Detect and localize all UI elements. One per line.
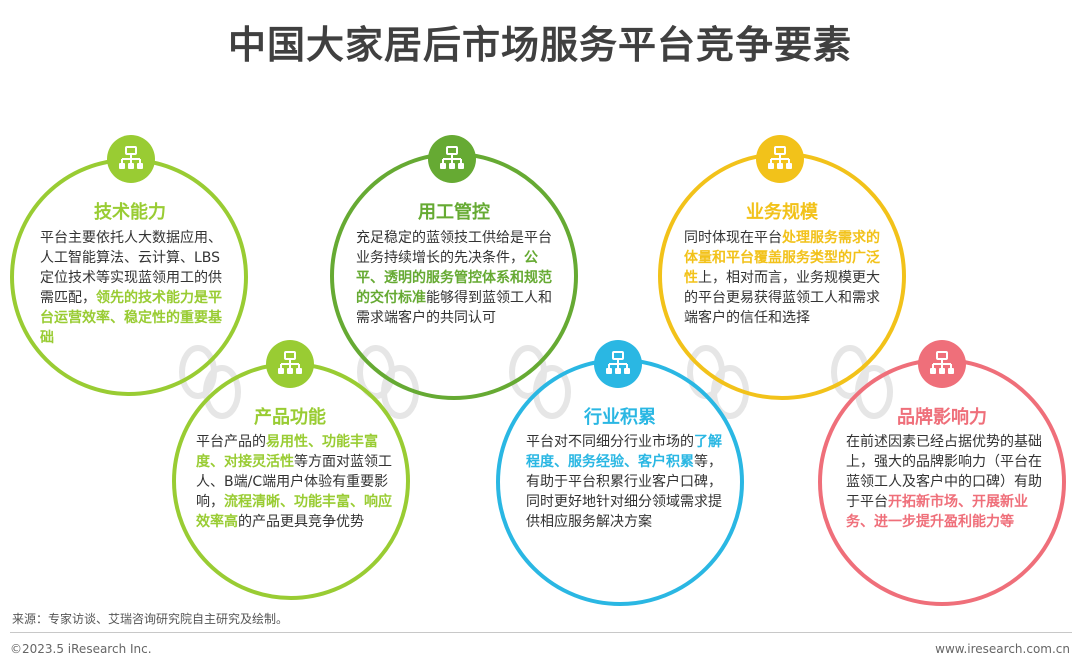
org-chart-icon <box>594 340 642 388</box>
org-chart-icon <box>428 135 476 183</box>
card-heading-labor: 用工管控 <box>418 202 490 223</box>
highlight-text: 处理服务需求的体量和平台覆盖服务类型的广泛性 <box>684 230 880 286</box>
page-title: 中国大家居后市场服务平台竞争要素 <box>227 23 852 67</box>
body-text: 充足稳定的蓝领技工供给是平台业务持续增长的先决条件， <box>356 230 552 266</box>
body-text: 等，有助于平台积累行业客户口碑，同时更好地针对细分领域需求提供相应服务解决方案 <box>526 454 722 530</box>
org-chart-icon <box>756 135 804 183</box>
org-chart-icon <box>918 340 966 388</box>
card-body-labor: 充足稳定的蓝领技工供给是平台业务持续增长的先决条件，公平、透明的服务管控体系和规… <box>356 228 556 328</box>
footer-divider <box>10 632 1072 633</box>
org-chart-icon <box>107 135 155 183</box>
card-heading-scale: 业务规模 <box>746 202 818 223</box>
body-text: 上，相对而言，业务规模更大的平台更易获得蓝领工人和需求端客户的信任和选择 <box>684 270 880 326</box>
body-text: 平台产品的 <box>196 434 266 450</box>
card-heading-industry: 行业积累 <box>584 407 656 428</box>
highlight-text: 了解程度、服务经验、客户积累 <box>526 434 722 470</box>
card-heading-product: 产品功能 <box>254 407 326 428</box>
copyright-text: ©2023.5 iResearch Inc. <box>10 642 152 656</box>
body-text: 等方面对蓝领工人、B端/C端用户体验有重要影响， <box>196 454 392 510</box>
body-text: 平台对不同细分行业市场的 <box>526 434 694 450</box>
highlight-text: 领先的技术能力是平台运营效率、稳定性的重要基础 <box>40 290 222 346</box>
card-body-tech: 平台主要依托人大数据应用、人工智能算法、云计算、LBS定位技术等实现蓝领用工的供… <box>40 228 225 348</box>
body-text: 在前述因素已经占据优势的基础上，强大的品牌影响力（平台在蓝领工人及客户中的口碑）… <box>846 434 1042 510</box>
card-heading-tech: 技术能力 <box>94 202 166 223</box>
card-body-brand: 在前述因素已经占据优势的基础上，强大的品牌影响力（平台在蓝领工人及客户中的口碑）… <box>846 432 1046 532</box>
source-note: 来源：专家访谈、艾瑞咨询研究院自主研究及绘制。 <box>12 612 289 626</box>
highlight-text: 开拓新市场、开展新业务、进一步提升盈利能力等 <box>846 494 1028 530</box>
body-text: 同时体现在平台 <box>684 230 782 246</box>
body-text: 的产品更具竞争优势 <box>238 514 364 530</box>
card-body-product: 平台产品的易用性、功能丰富度、对接灵活性等方面对蓝领工人、B端/C端用户体验有重… <box>196 432 392 532</box>
highlight-text: 公平、透明的服务管控体系和规范的交付标准 <box>356 250 552 306</box>
body-text: 平台主要依托人大数据应用、人工智能算法、云计算、LBS定位技术等实现蓝领用工的供… <box>40 230 222 306</box>
org-chart-icon <box>266 340 314 388</box>
body-text: 能够得到蓝领工人和需求端客户的共同认可 <box>356 290 552 326</box>
website-text: www.iresearch.com.cn <box>935 642 1070 656</box>
card-heading-brand: 品牌影响力 <box>897 407 987 428</box>
highlight-text: 易用性、功能丰富度、对接灵活性 <box>196 434 378 470</box>
card-body-scale: 同时体现在平台处理服务需求的体量和平台覆盖服务类型的广泛性上，相对而言，业务规模… <box>684 228 884 328</box>
highlight-text: 流程清晰、功能丰富、响应效率高 <box>196 494 392 530</box>
card-body-industry: 平台对不同细分行业市场的了解程度、服务经验、客户积累等，有助于平台积累行业客户口… <box>526 432 722 532</box>
